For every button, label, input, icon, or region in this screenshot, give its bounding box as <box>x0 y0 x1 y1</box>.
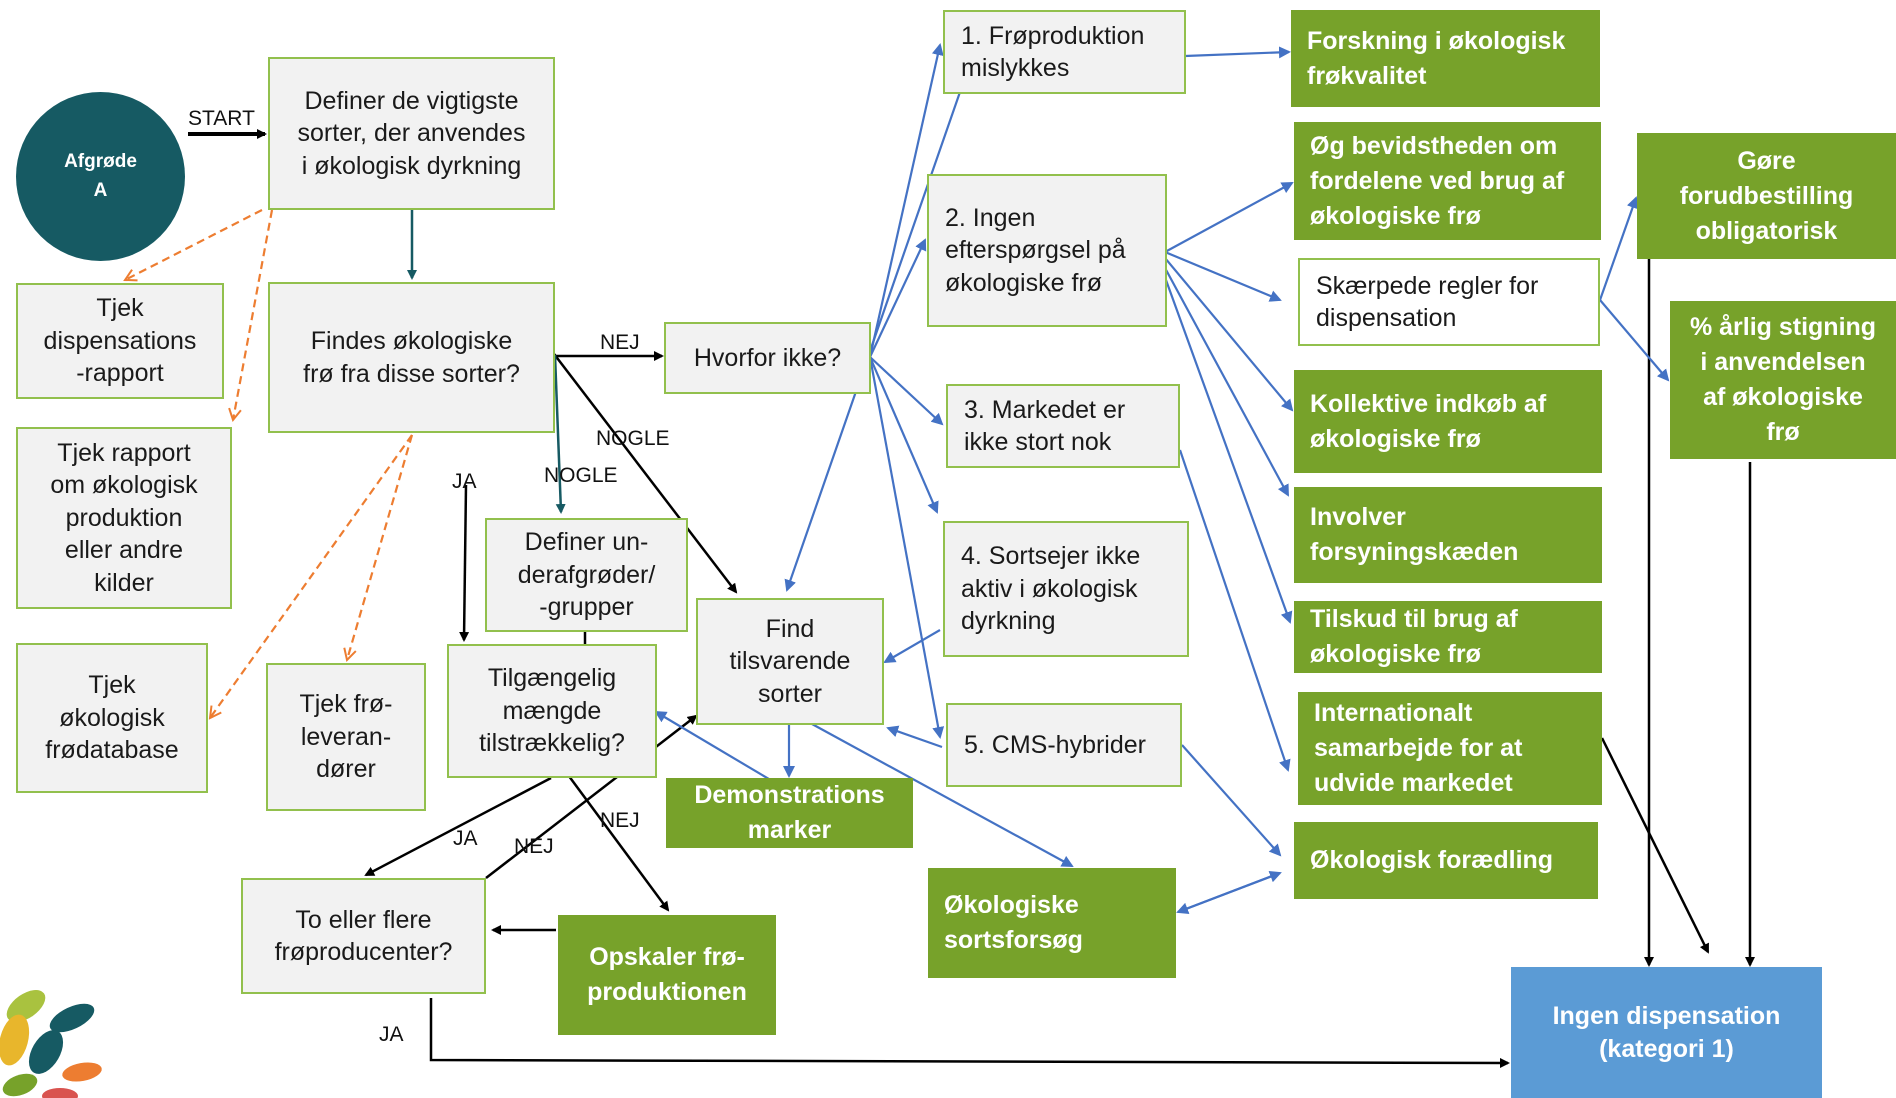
reason-2-box: 2. Ingen efterspørgsel på økologiske frø <box>927 174 1167 327</box>
reason-1-box: 1. Frøproduktion mislykkes <box>943 10 1186 94</box>
why-not-box: Hvorfor ikke? <box>664 322 871 394</box>
arrow-producers-find <box>485 714 698 879</box>
outcome-no-dispensation: Ingen dispensation (kategori 1) <box>1511 967 1822 1098</box>
arrow-r4-find <box>883 629 941 664</box>
arrow-nogle-find <box>550 349 738 594</box>
action-organic-breeding: Økologisk forædling <box>1294 822 1598 899</box>
arrow-ja-producers <box>364 776 552 877</box>
two-producers-decision: To eller flere frøproducenter? <box>241 878 486 994</box>
edge-label-ja: JA <box>453 827 478 850</box>
action-collective-purchase: Kollektive indkøb af økologiske frø <box>1294 370 1602 473</box>
arrow-dash-report <box>233 209 274 420</box>
edge-label-start: START <box>188 107 255 130</box>
action-variety-trials: Økologiske sortsforsøg <box>928 868 1176 978</box>
arrow-r2-involve <box>1157 254 1289 497</box>
arrow-r5-breeding <box>1181 744 1282 857</box>
check-seed-suppliers-box: Tjek frø- leveran- dører <box>266 663 426 811</box>
arrow-why-r1 <box>868 43 944 358</box>
arrow-intl-nodisp <box>1600 737 1710 954</box>
action-involve-supply-chain: Involver forsyningskæden <box>1294 487 1602 583</box>
action-research-quality: Forskning i økologisk frøkvalitet <box>1291 10 1600 107</box>
edge-label-nej: NEJ <box>514 835 554 858</box>
reason-5-box: 5. CMS-hybrider <box>946 703 1182 787</box>
arrow-find-trials <box>811 723 1074 867</box>
start-node-afgrode: Afgrøde A <box>16 92 185 261</box>
arrow-trials-breeding <box>1177 870 1282 914</box>
action-annual-increase: % årlig stigning i anvendelsen af økolog… <box>1670 301 1896 459</box>
check-seed-database-box: Tjek økologisk frødatabase <box>16 643 208 793</box>
check-production-report-box: Tjek rapport om økologisk produktion ell… <box>16 427 232 609</box>
action-subsidy: Tilskud til brug af økologiske frø <box>1294 601 1602 673</box>
arrow-r5-find <box>886 725 943 749</box>
arrow-nogle-subcrops <box>553 354 566 514</box>
reason-4-box: 4. Sortsejer ikke aktiv i økologisk dyrk… <box>943 521 1189 657</box>
arrow-why-r5 <box>868 356 945 739</box>
action-demonstration-fields: Demonstrations marker <box>666 778 913 848</box>
action-mandatory-preorder: Gøre forudbestilling obligatorisk <box>1637 133 1896 259</box>
arrow-dash-suppliers <box>347 434 414 660</box>
arrow-dash-db <box>210 434 413 718</box>
check-dispensation-report-box: Tjek dispensations -rapport <box>16 283 224 399</box>
arrow-demo-available <box>654 710 785 789</box>
arrow-why-r3 <box>869 356 944 426</box>
find-seed-decision: Findes økologiske frø fra disse sorter? <box>268 282 555 433</box>
action-international-cooperation: Internationalt samarbejde for at udvide … <box>1298 692 1602 805</box>
arrow-r2-stricter <box>1164 250 1282 302</box>
arrow-r2-collective <box>1159 251 1294 412</box>
arrow-stricter-increase <box>1599 299 1670 382</box>
edge-label-nej: NEJ <box>600 809 640 832</box>
arrow-stricter-preorder <box>1598 196 1639 301</box>
arrow-ja-nodisp <box>429 998 1510 1068</box>
edge-label-nogle: NOGLE <box>544 464 618 487</box>
edge-label-nej: NEJ <box>600 331 640 354</box>
arrow-why-r4 <box>868 356 939 514</box>
action-raise-awareness: Øg bevidstheden om fordelene ved brug af… <box>1294 122 1601 240</box>
leaf-logo-icon <box>0 990 102 1098</box>
arrow-r3-intl <box>1178 449 1291 772</box>
define-subcrops-box: Definer un- derafgrøder/ -grupper <box>485 518 688 632</box>
reason-3-box: 3. Markedet er ikke stort nok <box>946 384 1180 468</box>
edge-label-ja: JA <box>379 1023 404 1046</box>
action-stricter-rules: Skærpede regler for dispensation <box>1298 258 1600 346</box>
available-quantity-decision: Tilgængelig mængde tilstrækkelig? <box>447 644 657 778</box>
define-varieties-box: Definer de vigtigste sorter, der anvende… <box>268 57 555 210</box>
action-scale-up-production: Opskaler frø- produktionen <box>558 915 776 1035</box>
arrow-why-r2 <box>869 238 927 358</box>
arrow-ja-available <box>459 484 470 642</box>
find-similar-varieties-box: Find tilsvarende sorter <box>696 598 884 725</box>
arrow-r2-subsidy <box>1156 257 1293 624</box>
arrow-r2-awareness <box>1164 182 1294 253</box>
edge-label-nogle: NOGLE <box>596 427 670 450</box>
arrow-nej-scaleup <box>558 763 670 912</box>
arrow-r1-research <box>1184 46 1291 59</box>
edge-label-ja: JA <box>452 470 477 493</box>
